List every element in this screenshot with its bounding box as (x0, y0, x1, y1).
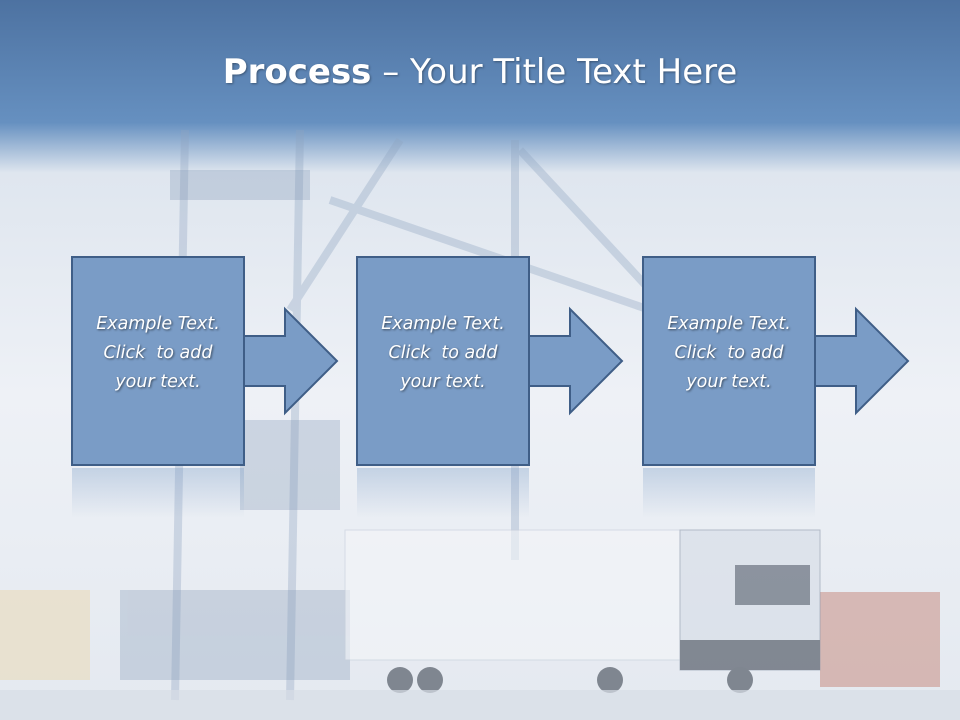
step-text-line: Click to add (103, 343, 213, 363)
step-3-text[interactable]: Example Text. Click to add your text. (643, 310, 815, 397)
step-text-line: Example Text. (96, 314, 220, 334)
step-text-line: your text. (686, 372, 772, 392)
step-text-line: your text. (115, 372, 201, 392)
step-text-line: your text. (400, 372, 486, 392)
step-text-line: Example Text. (381, 314, 505, 334)
step-text-line: Click to add (388, 343, 498, 363)
process-step-1[interactable] (71, 256, 339, 466)
title-rest: – Your Title Text Here (371, 52, 738, 92)
step-box (356, 256, 530, 466)
right-arrow-icon (239, 306, 339, 416)
step-text-line: Click to add (674, 343, 784, 363)
step-1-text[interactable]: Example Text. Click to add your text. (72, 310, 244, 397)
step-box (642, 256, 816, 466)
slide-title[interactable]: Process – Your Title Text Here (0, 52, 960, 92)
process-step-3[interactable] (642, 256, 910, 466)
step-2-text[interactable]: Example Text. Click to add your text. (357, 310, 529, 397)
step-text-line: Example Text. (667, 314, 791, 334)
process-step-2[interactable] (356, 256, 624, 466)
step-box (71, 256, 245, 466)
right-arrow-icon (810, 306, 910, 416)
right-arrow-icon (524, 306, 624, 416)
title-bold: Process (222, 52, 372, 92)
